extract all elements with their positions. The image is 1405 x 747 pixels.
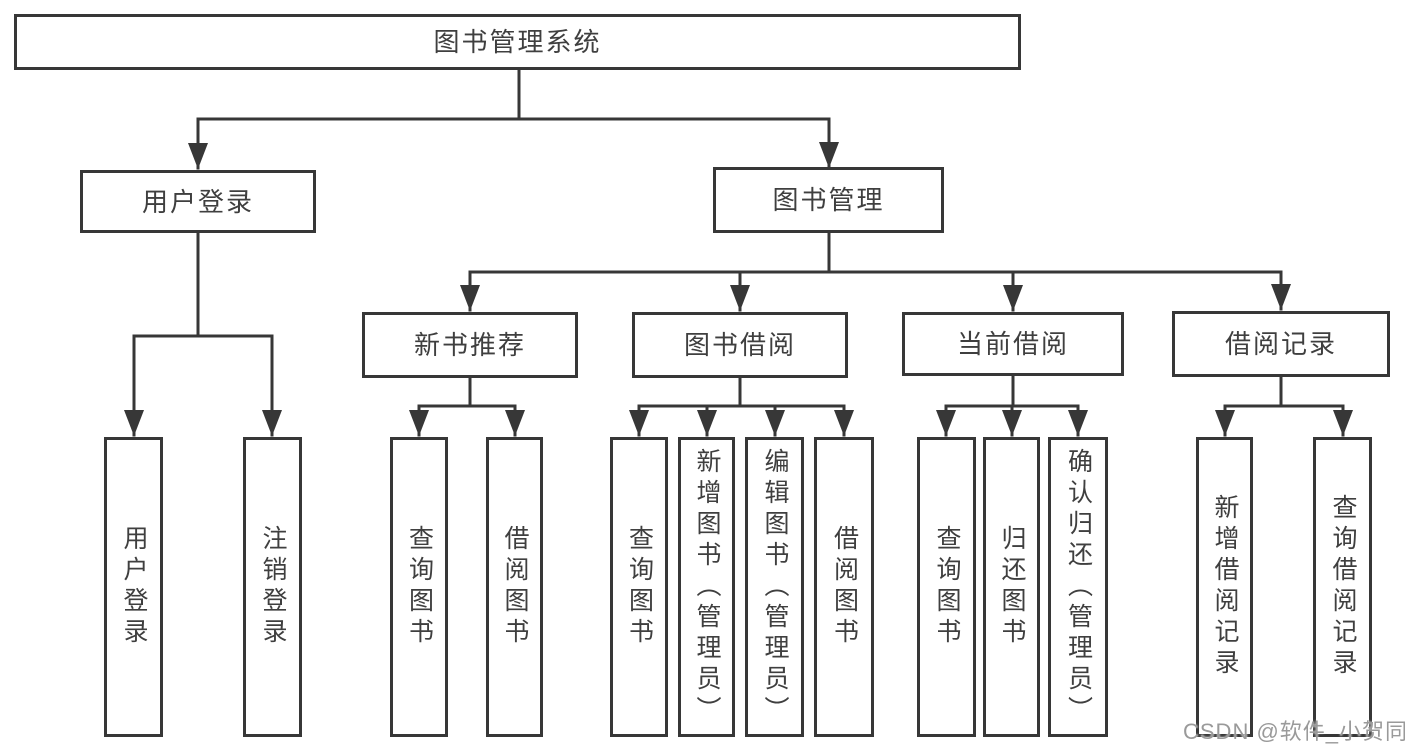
leaf-cb-return-books-label: 归还图书 <box>998 525 1026 649</box>
node-borrow-records: 借阅记录 <box>1172 311 1390 377</box>
node-root-label: 图书管理系统 <box>433 27 602 57</box>
leaf-nb-query-books-label: 查询图书 <box>405 525 434 649</box>
leaf-cb-confirm-return-admin-label: 确认归还（管理员） <box>1064 447 1093 727</box>
leaf-bb-borrow-books: 借阅图书 <box>814 437 874 737</box>
leaf-br-add-record: 新增借阅记录 <box>1196 437 1253 737</box>
watermark: CSDN @软件_小贺同学 <box>1183 719 1405 744</box>
leaf-logout-label: 注销登录 <box>259 525 287 649</box>
node-borrow-records-label: 借阅记录 <box>1224 329 1337 359</box>
leaf-bb-borrow-books-label: 借阅图书 <box>830 525 859 649</box>
node-current-borrow: 当前借阅 <box>902 312 1124 376</box>
leaf-bb-edit-books-admin-label: 编辑图书（管理员） <box>761 447 789 727</box>
leaf-bb-query-books-label: 查询图书 <box>625 525 654 649</box>
leaf-user-login-label: 用户登录 <box>120 525 148 649</box>
leaf-cb-query-books: 查询图书 <box>917 437 976 737</box>
leaf-br-add-record-label: 新增借阅记录 <box>1211 494 1239 680</box>
leaf-nb-borrow-books-label: 借阅图书 <box>501 525 529 649</box>
node-book-borrow: 图书借阅 <box>632 312 848 378</box>
node-new-books-label: 新书推荐 <box>413 330 526 360</box>
leaf-nb-query-books: 查询图书 <box>390 437 448 737</box>
leaf-br-query-record-label: 查询借阅记录 <box>1329 494 1357 680</box>
leaf-bb-edit-books-admin: 编辑图书（管理员） <box>745 437 804 737</box>
leaf-logout: 注销登录 <box>243 437 302 737</box>
leaf-bb-add-books-admin: 新增图书（管理员） <box>678 437 735 737</box>
leaf-user-login: 用户登录 <box>104 437 163 737</box>
leaf-br-query-record: 查询借阅记录 <box>1313 437 1372 737</box>
node-user-login-label: 用户登录 <box>141 186 254 217</box>
node-root: 图书管理系统 <box>14 14 1021 70</box>
node-new-books: 新书推荐 <box>362 312 578 378</box>
node-current-borrow-label: 当前借阅 <box>956 329 1069 359</box>
leaf-cb-query-books-label: 查询图书 <box>933 525 961 649</box>
leaf-cb-confirm-return-admin: 确认归还（管理员） <box>1048 437 1108 737</box>
node-book-mgmt-label: 图书管理 <box>772 185 885 215</box>
leaf-nb-borrow-books: 借阅图书 <box>486 437 543 737</box>
connector-group <box>124 68 1353 437</box>
node-book-mgmt: 图书管理 <box>713 167 944 233</box>
leaf-bb-add-books-admin-label: 新增图书（管理员） <box>693 447 721 727</box>
node-user-login: 用户登录 <box>80 170 316 233</box>
node-book-borrow-label: 图书借阅 <box>683 330 796 360</box>
leaf-cb-return-books: 归还图书 <box>983 437 1040 737</box>
leaf-bb-query-books: 查询图书 <box>610 437 668 737</box>
